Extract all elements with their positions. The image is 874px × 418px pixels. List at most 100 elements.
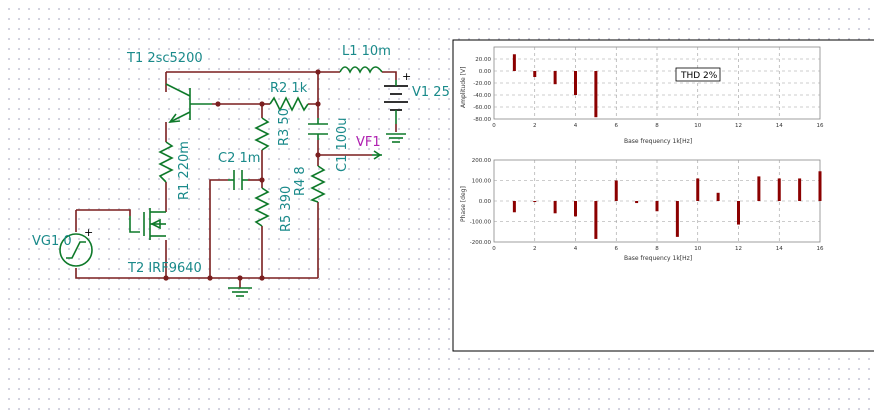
amplitude-x-tick-label: 0 (492, 123, 496, 129)
label-r1: R1 220m (177, 141, 192, 200)
transistor-t2[interactable] (129, 208, 166, 240)
junction-node (315, 152, 321, 158)
amplitude-bar (533, 71, 537, 77)
amplitude-bar (594, 71, 598, 118)
resistor-r2[interactable] (269, 96, 309, 112)
phase-y-tick-label: 0.00 (479, 199, 492, 205)
phase-bar (737, 201, 740, 225)
phase-x-tick-label: 14 (776, 246, 783, 252)
junction-node (259, 101, 265, 107)
amplitude-y-axis-title: Amplitude [V] (460, 67, 467, 108)
label-r3: R3 50 (277, 108, 292, 146)
phase-x-tick-label: 0 (492, 246, 496, 252)
phase-x-tick-label: 4 (574, 246, 578, 252)
label-c2: C2 1m (218, 151, 260, 166)
phase-bar (635, 201, 639, 204)
phase-bar (757, 176, 761, 201)
capacitor-c2[interactable] (228, 170, 248, 190)
phase-bar (512, 201, 516, 213)
resistor-r4[interactable] (309, 165, 326, 203)
phase-x-tick-label: 10 (694, 246, 701, 252)
generator-plus-sign: + (84, 226, 93, 239)
phase-bar (716, 192, 720, 201)
label-r4: R4 8 (293, 166, 308, 196)
label-t1: T1 2sc5200 (126, 51, 203, 66)
junction-nodes (163, 69, 321, 281)
phase-y-tick-label: -200.00 (470, 240, 492, 246)
junction-node (237, 275, 243, 281)
phase-bar (533, 201, 537, 203)
phase-x-tick-label: 2 (533, 246, 537, 252)
label-r2: R2 1k (270, 81, 308, 96)
amplitude-y-tick-label: -80.00 (473, 117, 491, 123)
phase-y-tick-label: -100.00 (470, 220, 492, 226)
amplitude-x-tick-label: 10 (694, 123, 701, 129)
phase-bar (696, 178, 700, 201)
phase-bar (675, 201, 679, 237)
phase-bar (798, 178, 802, 201)
phase-bar (614, 180, 618, 201)
thd-annotation-box (675, 67, 721, 82)
phase-x-tick-label: 16 (817, 246, 824, 252)
resistor-r3[interactable] (254, 117, 270, 151)
amplitude-x-tick-label: 12 (735, 123, 742, 129)
label-vg1: VG1 0 (32, 234, 72, 249)
inductor-l1[interactable] (339, 66, 383, 74)
phase-bar (553, 201, 557, 214)
amplitude-x-tick-label: 16 (817, 123, 824, 129)
amplitude-y-tick-label: -60.00 (473, 105, 491, 111)
phase-bar (594, 201, 598, 239)
label-r5: R5 390 (279, 186, 294, 232)
amplitude-y-tick-label: -20.00 (473, 81, 491, 87)
amplitude-x-tick-label: 8 (655, 123, 659, 129)
amplitude-y-tick-label: 0.00 (479, 69, 492, 75)
phase-y-axis-title: Phase [deg] (460, 186, 467, 222)
phase-bar (818, 171, 822, 201)
junction-node (315, 69, 321, 75)
phase-y-tick-label: 200.00 (472, 158, 492, 164)
phase-bar (574, 201, 577, 217)
amplitude-x-tick-label: 2 (533, 123, 537, 129)
amplitude-y-tick-label: 20.00 (475, 57, 491, 63)
label-t2: T2 IRF9640 (127, 261, 202, 276)
label-vf1: VF1 (356, 135, 381, 150)
capacitor-c1[interactable] (308, 118, 328, 140)
junction-node (259, 177, 265, 183)
amplitude-bar (574, 71, 577, 95)
phase-bar (777, 178, 781, 201)
wires (75, 71, 397, 288)
battery-plus-sign: + (402, 70, 411, 83)
junction-node (207, 275, 213, 281)
amplitude-x-tick-label: 14 (776, 123, 783, 129)
phase-bar (655, 201, 659, 212)
junction-node (163, 275, 169, 281)
transistor-t1[interactable] (165, 83, 212, 123)
phase-x-axis-title: Base frequency 1k[Hz] (624, 255, 692, 262)
amplitude-x-tick-label: 4 (574, 123, 578, 129)
ground-v1 (386, 133, 406, 143)
junction-node (215, 101, 221, 107)
junction-node (315, 101, 321, 107)
phase-x-tick-label: 6 (615, 246, 619, 252)
amplitude-bar (512, 54, 516, 71)
battery-v1[interactable]: + (384, 70, 411, 124)
resistor-r5[interactable] (254, 187, 270, 227)
label-v1: V1 25 (412, 85, 450, 100)
junction-node (259, 275, 265, 281)
voltage-probe-vf1[interactable] (372, 150, 382, 160)
signal-generator-vg1[interactable]: + (59, 226, 93, 267)
amplitude-y-tick-label: -40.00 (473, 93, 491, 99)
amplitude-x-axis-title: Base frequency 1k[Hz] (624, 138, 692, 145)
phase-x-tick-label: 12 (735, 246, 742, 252)
schematic: + (32, 44, 450, 297)
phase-y-tick-label: 100.00 (472, 179, 492, 185)
label-l1: L1 10m (342, 44, 391, 59)
thd-annotation: THD 2% (680, 71, 718, 81)
resistor-r1[interactable] (158, 141, 174, 183)
label-c1: C1 100u (335, 117, 350, 172)
ground-main (228, 287, 252, 297)
